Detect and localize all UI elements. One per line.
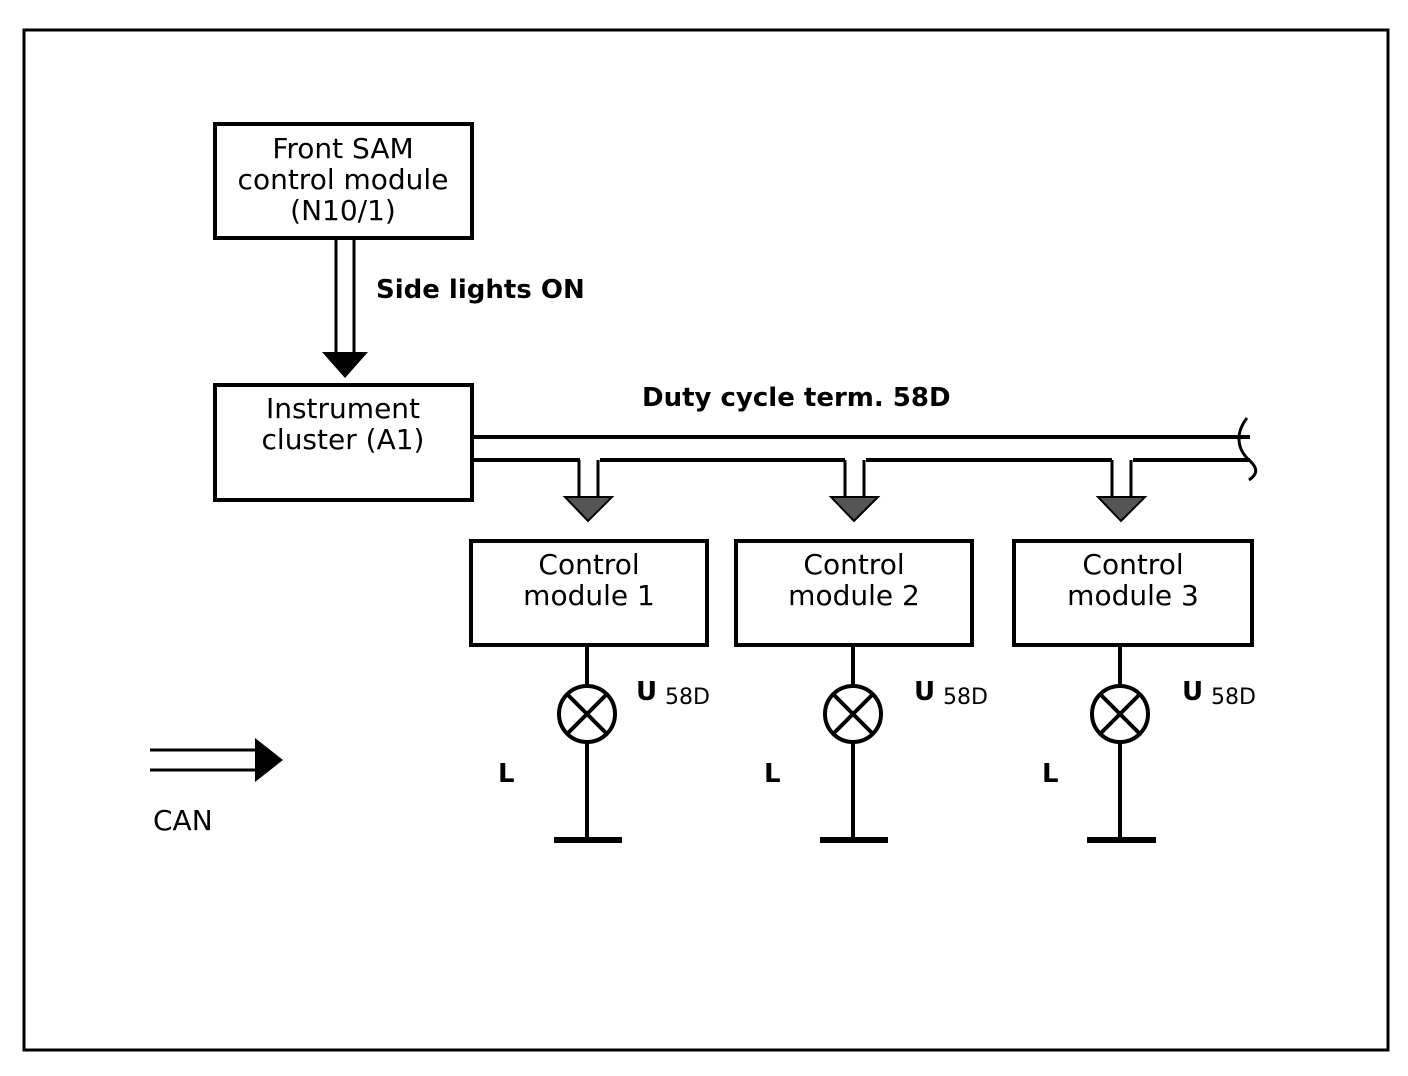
can-bus-line [472,417,1258,482]
diagram-frame [22,28,1390,1052]
module-2-voltage: U [914,677,935,707]
cluster-line1: Instrument [266,392,420,425]
front-sam-line2: control module [238,163,449,196]
lamp-circuit-1: U 58D L [498,645,710,843]
branch-arrow-module-3 [1095,460,1148,523]
can-arrow-icon [255,738,283,782]
control-module-3: Control module 3 [1012,539,1254,647]
can-legend-label: CAN [153,804,213,837]
module-1-voltage-sub: 58D [665,685,710,710]
can-legend: CAN [150,738,283,837]
control-module-1: Control module 1 [469,539,709,647]
module-1-line2: module 1 [523,579,655,612]
instrument-cluster: Instrument cluster (A1) [213,383,474,502]
module-2-load: L [764,759,781,789]
module-3-load: L [1042,759,1059,789]
branch-arrow-module-2 [828,460,881,523]
cluster-line2: cluster (A1) [262,423,425,456]
front-sam-control-module: Front SAM control module (N10/1) [213,122,474,240]
front-sam-line1: Front SAM [272,132,413,165]
module-2-line1: Control [803,548,904,581]
module-3-line1: Control [1082,548,1183,581]
can-arrow-side-lights [322,240,368,378]
lamp-circuit-2: U 58D L [764,645,988,843]
module-1-load: L [498,759,515,789]
branch-arrow-module-1 [562,460,615,523]
lamp-icon [557,684,617,744]
bus-break-mark [1237,417,1258,482]
module-1-line1: Control [538,548,639,581]
front-sam-line3: (N10/1) [290,194,396,227]
module-2-line2: module 2 [788,579,920,612]
module-3-voltage-sub: 58D [1211,685,1256,710]
module-3-voltage: U [1182,677,1203,707]
lamp-icon [1090,684,1150,744]
module-1-voltage: U [636,677,657,707]
lamp-circuit-3: U 58D L [1042,645,1256,843]
side-lights-label: Side lights ON [376,275,585,305]
module-2-voltage-sub: 58D [943,685,988,710]
lamp-icon [823,684,883,744]
duty-cycle-label: Duty cycle term. 58D [642,383,951,413]
control-module-2: Control module 2 [734,539,974,647]
module-3-line2: module 3 [1067,579,1199,612]
